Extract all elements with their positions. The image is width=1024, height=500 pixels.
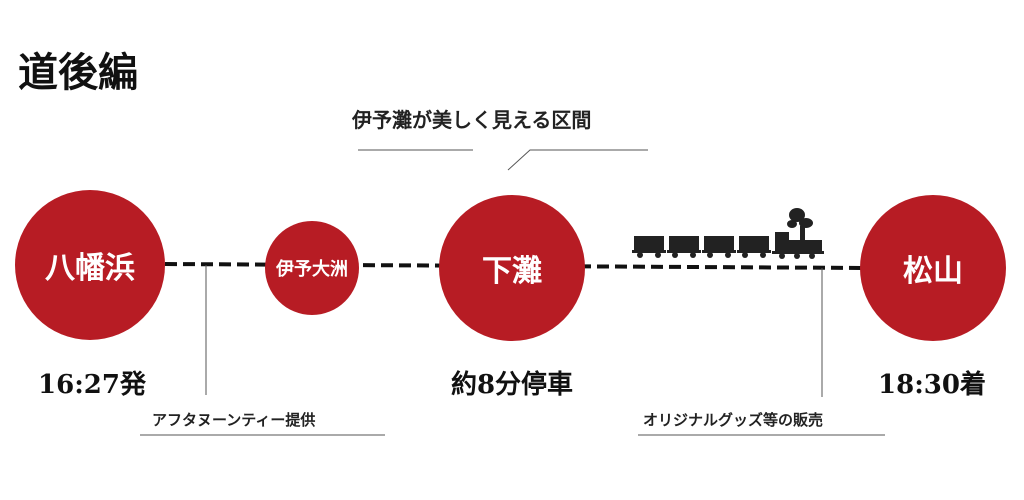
station-yawatahama: 八幡浜: [15, 190, 165, 340]
stop-duration: 約8分停車: [450, 370, 574, 400]
page-title: 道後編: [18, 50, 138, 96]
callout-line-right: [507, 149, 648, 171]
freight-car-2: [667, 236, 701, 258]
freight-car-3: [702, 236, 736, 258]
freight-car-4: [737, 236, 771, 258]
freight-car-1: [632, 236, 666, 258]
departure-time: 16:27発: [38, 370, 146, 400]
steam-train-icon: [632, 208, 824, 259]
station-shimonada: 下灘: [439, 195, 585, 341]
note-afternoon-tea: アフタヌーンティー提供: [152, 411, 316, 429]
scenic-section-callout: 伊予灘が美しく見える区間: [352, 108, 592, 132]
note-goods-sale: オリジナルグッズ等の販売: [643, 411, 824, 429]
locomotive: [772, 208, 824, 259]
station-iyo-ozu: 伊予大洲: [265, 221, 359, 315]
arrival-time: 18:30着: [878, 370, 986, 400]
station-matsuyama: 松山: [860, 195, 1006, 341]
